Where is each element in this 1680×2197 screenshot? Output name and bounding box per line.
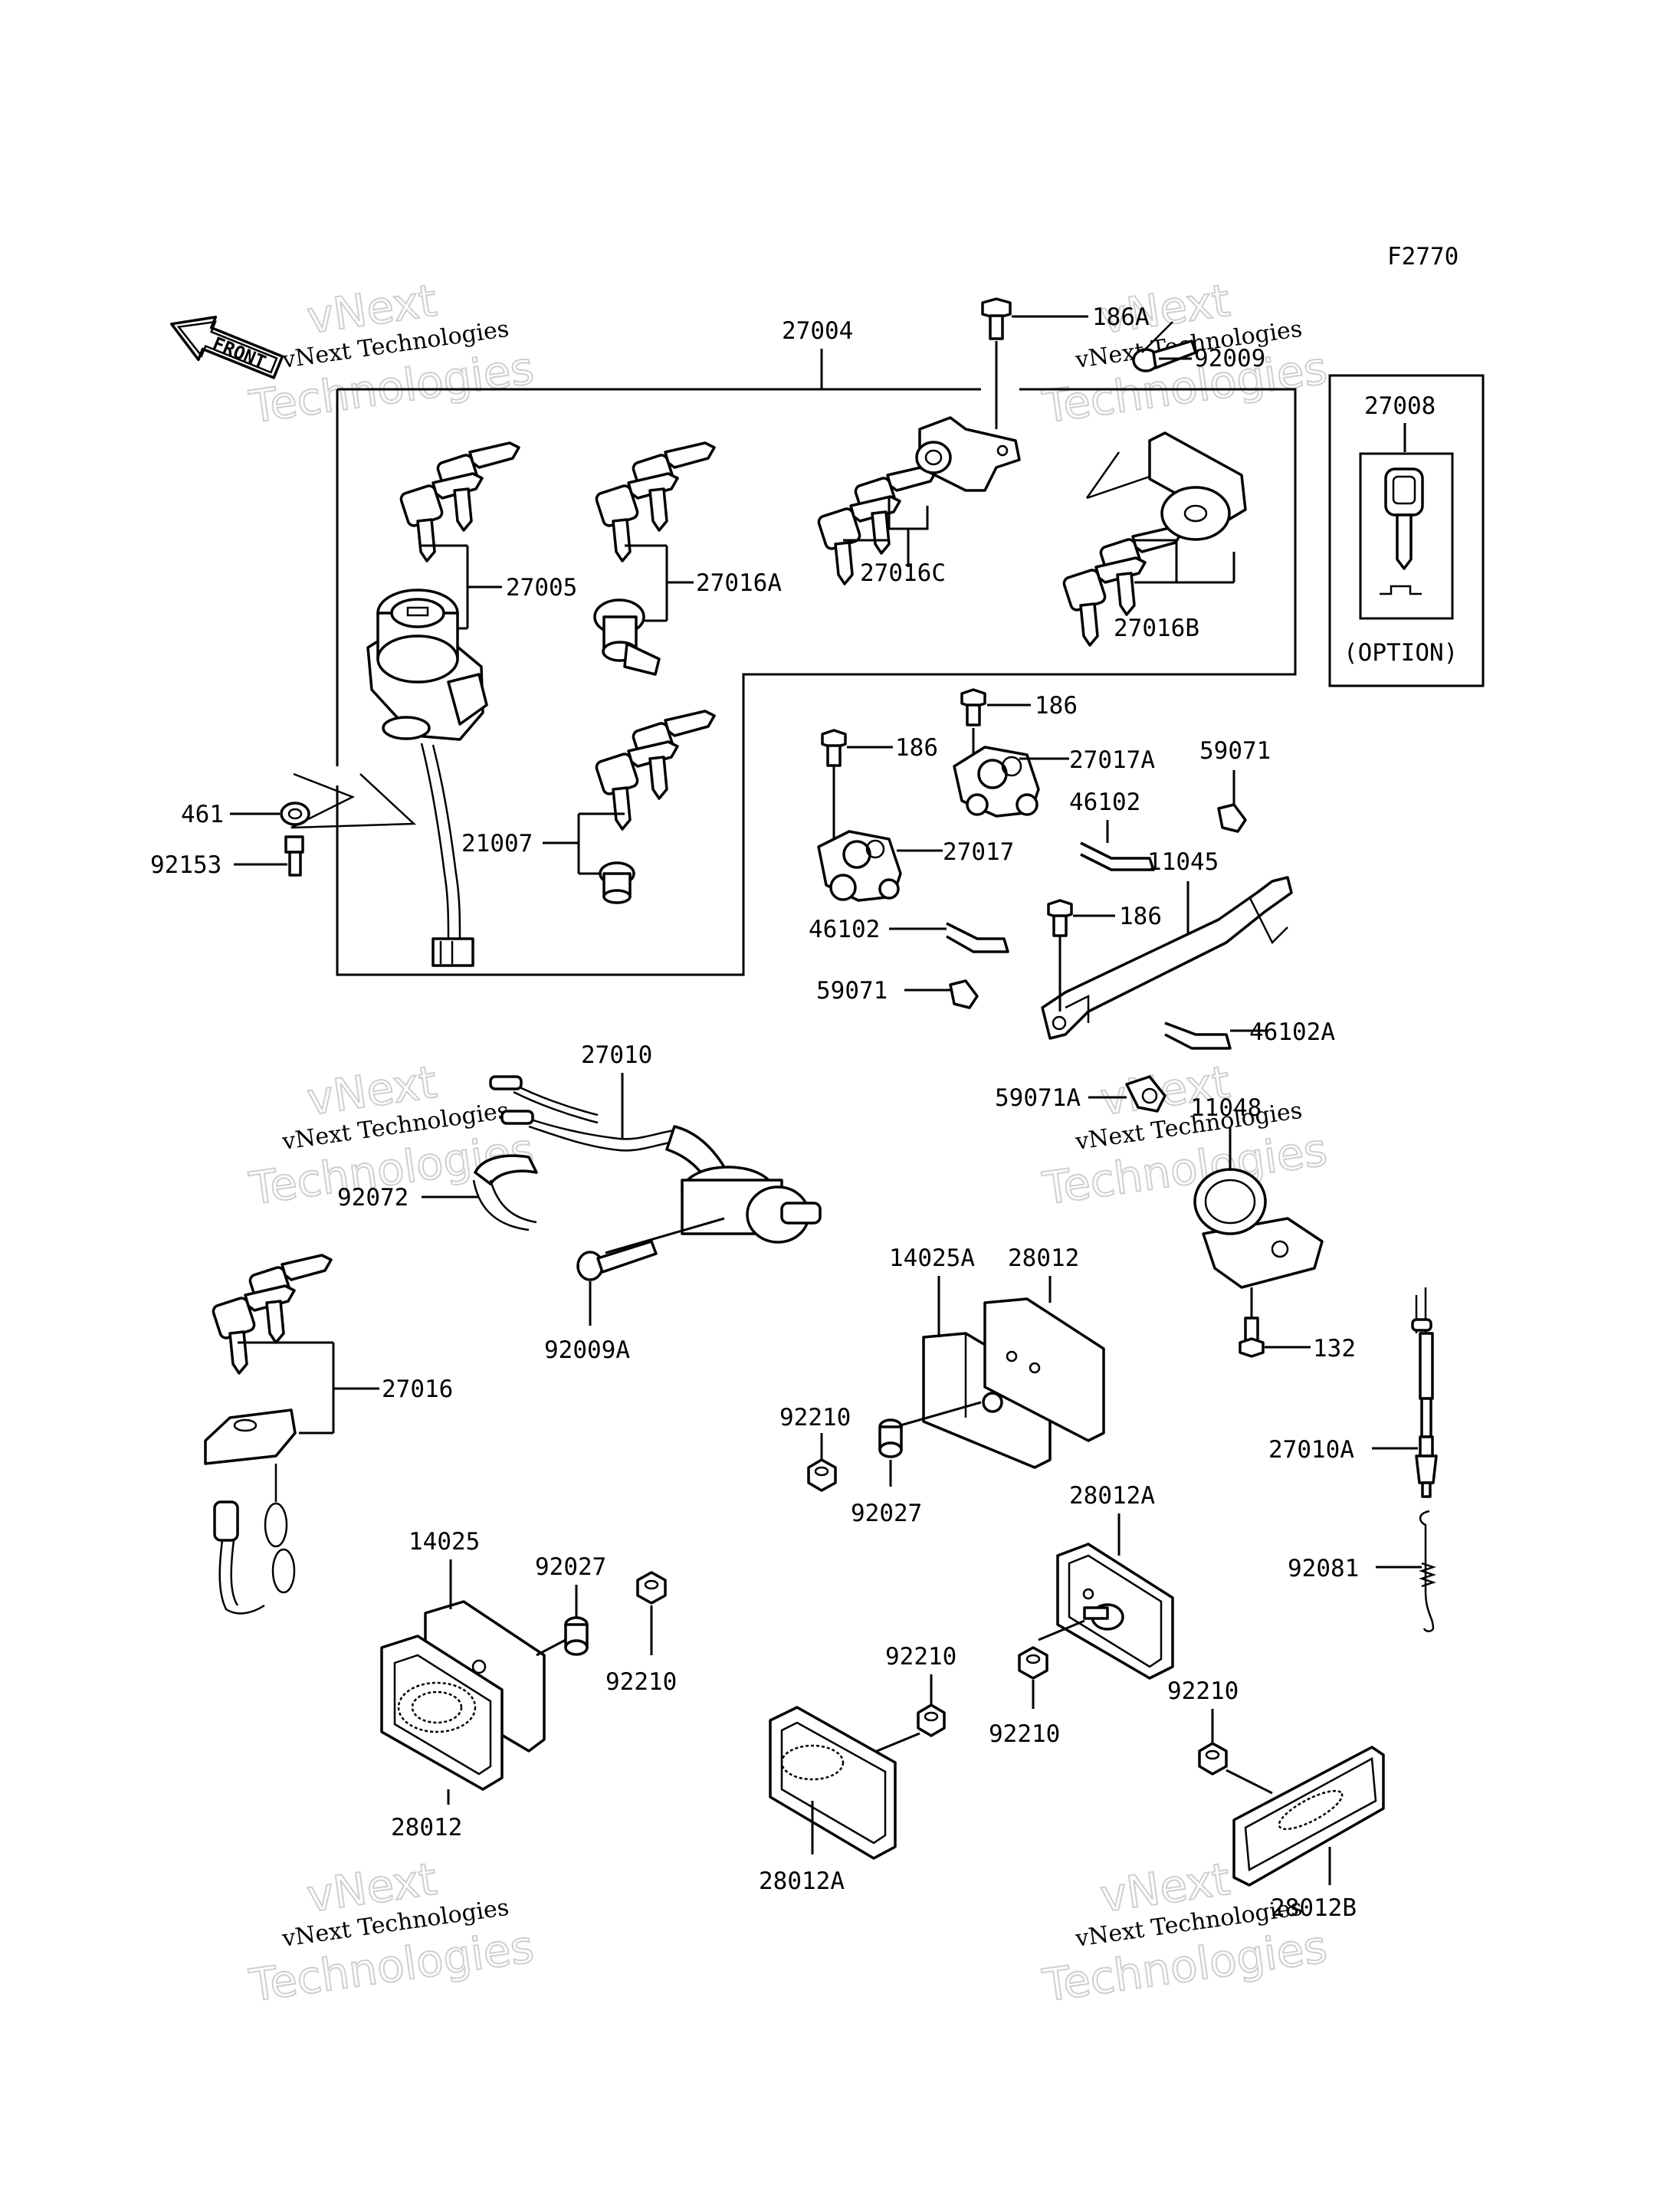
label-27010: 27010 (581, 1041, 652, 1069)
label-461: 461 (181, 801, 224, 828)
screw-92009A-part (576, 1240, 658, 1281)
label-92210-b: 92210 (605, 1668, 677, 1696)
label-92210-d: 92210 (989, 1720, 1060, 1748)
washer-461-part (280, 802, 310, 826)
clip-59071-part (949, 979, 979, 1009)
label-92210-a: 92210 (779, 1404, 851, 1431)
screw-92153-part (284, 835, 304, 877)
clip-59071-part (1217, 803, 1247, 833)
pin-46102-part (946, 922, 1009, 953)
label-27016A: 27016A (696, 569, 782, 597)
pin-46102A-part (1164, 1021, 1232, 1050)
bolt-186A-part (981, 297, 1012, 340)
reflector-28012-part (983, 1297, 1105, 1442)
label-11048: 11048 (1190, 1094, 1262, 1122)
bolt-132-part (1239, 1317, 1265, 1358)
label-27008: 27008 (1364, 392, 1436, 420)
label-27017: 27017 (943, 838, 1014, 866)
switch-27010-part (489, 1075, 822, 1244)
label-92210-e: 92210 (1167, 1677, 1239, 1705)
label-28012-bottom: 28012 (391, 1814, 462, 1841)
label-11045: 11045 (1147, 848, 1219, 876)
label-46102-mid: 46102 (809, 916, 880, 943)
key-holder-27017A-part (953, 746, 1040, 818)
lock-cylinder-part (593, 598, 661, 676)
label-92027-b: 92027 (535, 1553, 606, 1581)
label-92081: 92081 (1288, 1555, 1359, 1582)
seat-lock-bracket-part (915, 416, 1021, 492)
reflector-pattern-icon (397, 1681, 477, 1733)
label-92153: 92153 (150, 851, 221, 879)
label-27016: 27016 (382, 1376, 453, 1403)
label-14025A: 14025A (889, 1244, 975, 1272)
label-27016C: 27016C (860, 559, 946, 587)
reflector-28012-part (380, 1635, 504, 1791)
bolt-186-part (960, 688, 986, 726)
bracket-11048-part (1193, 1168, 1324, 1289)
label-option: (OPTION) (1344, 639, 1458, 667)
pin-46102-part (1080, 841, 1155, 871)
label-92009: 92009 (1194, 345, 1265, 372)
label-27017A: 27017A (1069, 746, 1155, 774)
label-27005: 27005 (506, 574, 577, 602)
label-28012B: 28012B (1271, 1894, 1357, 1922)
switch-27010A-part (1411, 1287, 1438, 1498)
label-92072: 92072 (337, 1184, 409, 1212)
ignition-switch-part (366, 589, 488, 967)
label-59071A: 59071A (995, 1084, 1081, 1112)
option-box: 27008 (OPTION) (1328, 374, 1485, 687)
key-plug-part (599, 861, 635, 904)
label-92210-c: 92210 (885, 1643, 956, 1671)
label-14025: 14025 (409, 1528, 480, 1556)
reflector-pattern-icon (780, 1744, 845, 1781)
label-186-mid: 186 (895, 734, 938, 762)
clip-59071A-part (1125, 1075, 1166, 1113)
label-132: 132 (1313, 1335, 1356, 1362)
band-92072-part (472, 1154, 538, 1231)
reflector-28012B-part (1232, 1746, 1385, 1887)
reflector-pattern-icon (1278, 1789, 1344, 1831)
helmet-lock-part (1085, 431, 1247, 541)
nut-92210-part (917, 1703, 946, 1737)
label-27016B: 27016B (1114, 615, 1199, 642)
label-59071-mid: 59071 (816, 977, 888, 1005)
front-arrow-icon: FRONT (170, 315, 284, 379)
nut-92210-part (807, 1458, 837, 1492)
label-186-low: 186 (1119, 903, 1162, 930)
bracket-11045-part (1041, 876, 1293, 1040)
key-set-27005 (398, 441, 520, 562)
screw-92009-part (1132, 339, 1197, 372)
label-46102-top: 46102 (1069, 789, 1140, 816)
label-28012A-top: 28012A (1069, 1482, 1155, 1510)
reflector-28012A-part (1056, 1543, 1174, 1680)
lock-chain-part (204, 1408, 297, 1615)
label-186-top: 186 (1035, 692, 1078, 720)
nut-92210-part (636, 1571, 667, 1605)
spring-92081-part (1419, 1510, 1436, 1632)
label-28012-top: 28012 (1008, 1244, 1079, 1272)
bolt-186-part (1047, 899, 1073, 937)
bolt-186-part (821, 729, 847, 767)
label-27004: 27004 (782, 317, 853, 345)
spacer-92027-part (564, 1616, 589, 1656)
reflector-28012A-lower-part (769, 1706, 897, 1860)
label-21007: 21007 (461, 830, 533, 857)
label-92027-a: 92027 (851, 1500, 922, 1527)
nut-92210-part (1018, 1646, 1048, 1680)
main-assembly-outline: 27004 (336, 317, 1297, 976)
figure-code: F2770 (1387, 243, 1459, 271)
label-186A: 186A (1092, 303, 1150, 331)
spacer-92027-part (878, 1418, 903, 1458)
label-28012A-bottom: 28012A (759, 1867, 845, 1895)
key-holder-27017-part (817, 830, 902, 902)
label-59071-top: 59071 (1199, 737, 1271, 765)
label-92009A: 92009A (544, 1336, 630, 1364)
nut-92210-part (1198, 1742, 1228, 1776)
label-27010A: 27010A (1268, 1436, 1354, 1464)
key-icon (1380, 467, 1424, 595)
label-46102A: 46102A (1249, 1018, 1335, 1046)
